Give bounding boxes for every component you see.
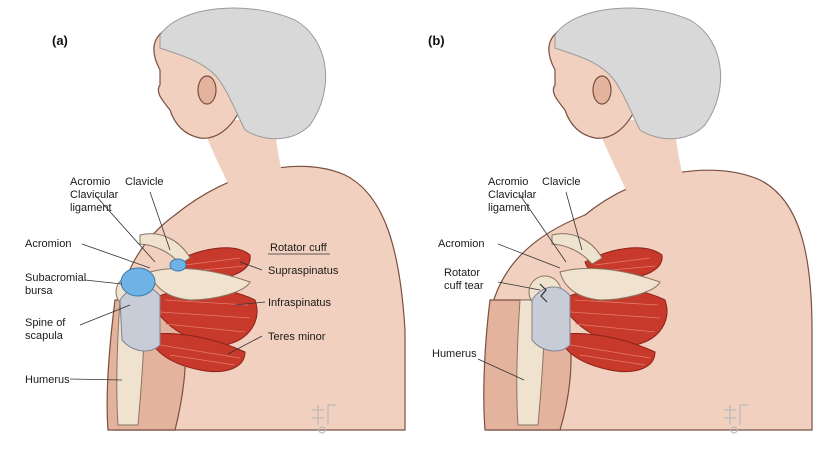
panel-b-logo-mark xyxy=(724,404,748,434)
panel-a-label-subacromial-line1: Subacromial xyxy=(25,272,86,284)
panel-a-scapula-spine xyxy=(149,267,251,301)
panel-b-label-acromion: Acromion xyxy=(438,238,484,250)
panel-b-rotator-cuff-muscles xyxy=(557,247,668,373)
panel-a-label-acromio-line1: Acromio xyxy=(70,176,110,188)
panel-b-letter: (b) xyxy=(428,33,445,48)
panel-b-neck xyxy=(595,120,690,210)
panel-a-logo-mark xyxy=(312,404,336,434)
panel-b-label-clavicle: Clavicle xyxy=(542,176,581,188)
panel-a-subacromial-bursa xyxy=(120,267,156,297)
panel-a-label-spine-line2: scapula xyxy=(25,330,64,342)
panel-a-hair xyxy=(159,7,327,140)
panel-b-label-acromio-line2: Clavicular xyxy=(488,189,537,201)
panel-a-teres-minor-muscle xyxy=(147,333,246,373)
panel-b-label-humerus: Humerus xyxy=(432,348,477,360)
panel-b-label-tear-line1: Rotator xyxy=(444,267,480,279)
panel-a-rotator-cuff-muscles xyxy=(147,247,258,373)
panel-a-letter: (a) xyxy=(52,33,68,48)
panel-a-label-rotator-cuff: Rotator cuff xyxy=(270,242,328,254)
panel-b-scapula-spine xyxy=(559,267,661,301)
panel-b-label-acromio-line3: ligament xyxy=(488,202,530,214)
panel-a: (a) Acromio Clavicular ligament Clavicle… xyxy=(25,7,406,434)
panel-a-label-clavicle: Clavicle xyxy=(125,176,164,188)
panel-b-label-tear-line2: cuff tear xyxy=(444,280,484,292)
panel-a-ear xyxy=(197,75,217,105)
panel-b-tear-mark xyxy=(539,283,548,303)
panel-a-tendon xyxy=(119,286,161,352)
panel-b-hair xyxy=(554,7,722,140)
panel-a-label-acromio-line2: Clavicular xyxy=(70,189,119,201)
panel-a-label-humerus: Humerus xyxy=(25,374,70,386)
panel-a-label-acromio-line3: ligament xyxy=(70,202,112,214)
panel-b-clavicle-bone xyxy=(551,233,603,265)
panel-a-neck xyxy=(200,120,290,210)
panel-b-label-acromio-line1: Acromio xyxy=(488,176,528,188)
panel-b: (b) Acromio Clavicular ligament Clavicle… xyxy=(428,7,813,434)
panel-a-label-spine-line1: Spine of xyxy=(25,317,66,329)
panel-a-label-teres-minor: Teres minor xyxy=(268,331,326,343)
panel-a-label-supraspinatus: Supraspinatus xyxy=(268,265,339,277)
panel-b-ear xyxy=(592,75,612,105)
panel-a-label-infraspinatus: Infraspinatus xyxy=(268,297,331,309)
panel-b-torn-tendon xyxy=(531,286,571,352)
panel-a-label-acromion: Acromion xyxy=(25,238,71,250)
panel-a-label-subacromial-line2: bursa xyxy=(25,285,53,297)
